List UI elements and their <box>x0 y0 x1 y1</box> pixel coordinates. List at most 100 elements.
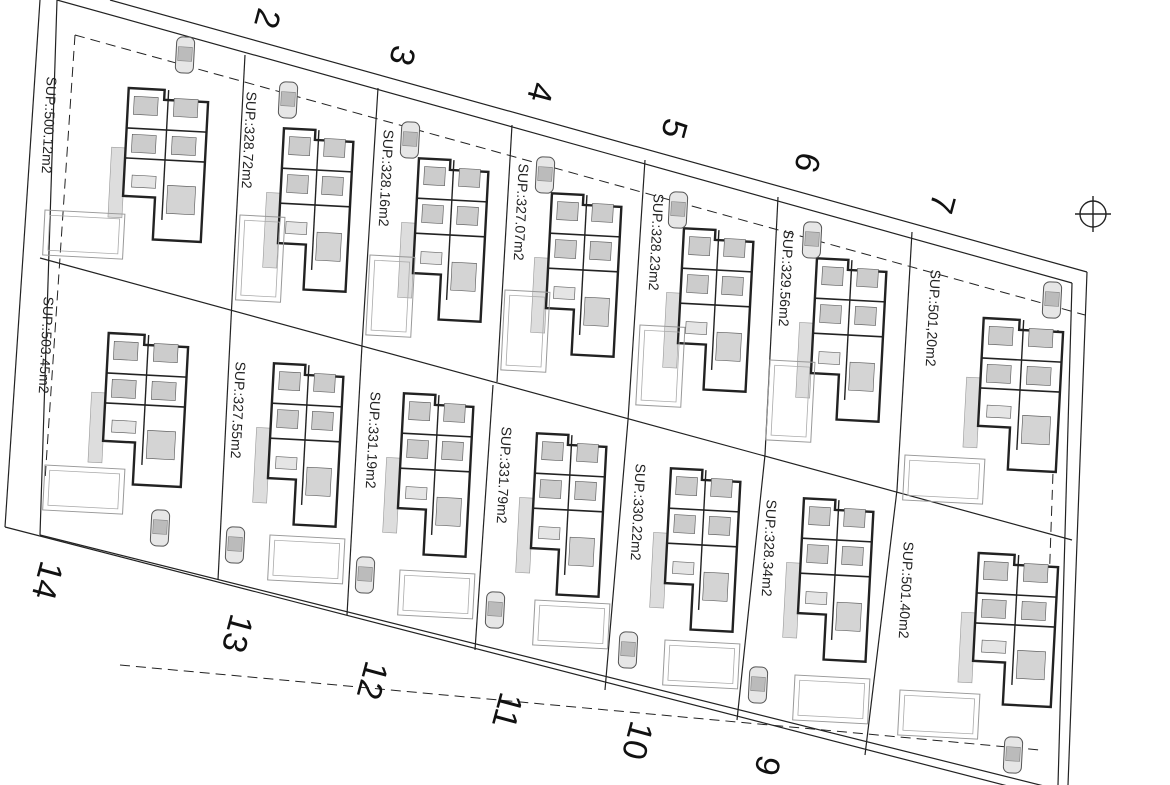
pool <box>235 214 286 303</box>
bed-furniture <box>313 373 336 393</box>
plot-area-label: SUP.:328.16m2 <box>376 129 397 227</box>
lot-divider <box>361 87 379 346</box>
outer-boundary-left <box>4 0 41 528</box>
dining-table <box>405 486 428 500</box>
plot-area-label: SUP.:501.40m2 <box>896 541 917 639</box>
bed-furniture <box>311 411 334 431</box>
bed-furniture <box>675 476 698 496</box>
bed-furniture <box>574 481 597 501</box>
car-icon <box>1041 281 1063 319</box>
dining-table <box>111 419 137 434</box>
house-floorplan <box>107 86 210 244</box>
lot-divider <box>474 384 494 651</box>
bed-furniture <box>673 514 696 534</box>
lot-divider <box>496 124 513 383</box>
pool <box>765 359 816 443</box>
bed-furniture <box>421 204 444 224</box>
plot-area-label: SUP.:328.34m2 <box>759 499 780 597</box>
house-floorplan <box>262 127 355 293</box>
plot-number: 11 <box>484 689 530 733</box>
house-floorplan <box>782 497 875 663</box>
house-floorplan <box>662 227 755 393</box>
living-room-sofa <box>715 331 742 362</box>
living-room-sofa <box>145 430 176 461</box>
lot-boundary-bottom <box>39 534 1043 785</box>
lot-divider <box>627 159 646 421</box>
car-icon <box>534 156 556 194</box>
bed-furniture <box>708 516 731 536</box>
bed-furniture <box>458 168 481 188</box>
bed-furniture <box>541 441 564 461</box>
dining-table <box>131 174 157 189</box>
lot-divider <box>231 54 246 301</box>
bed-furniture <box>150 381 177 401</box>
lot-divider <box>864 489 898 756</box>
plot-area-label: SUP.:329.56m2 <box>776 229 797 327</box>
car-icon <box>224 526 246 564</box>
pool <box>635 324 686 408</box>
living-room-sofa <box>315 231 342 262</box>
plot-number: 14 <box>24 557 70 603</box>
house-floorplan <box>382 392 475 558</box>
dining-table <box>685 321 708 335</box>
living-room-sofa <box>702 571 729 602</box>
house-floorplan <box>962 316 1065 474</box>
living-room-sofa <box>1015 650 1046 681</box>
plot-area-label: SUP.:331.19m2 <box>363 391 384 489</box>
living-room-sofa <box>165 185 196 216</box>
plot-area-label: SUP.:327.07m2 <box>511 163 532 261</box>
setback-line-left <box>44 34 76 481</box>
bed-furniture <box>423 166 446 186</box>
plot-area-label: SUP.:501,20m2 <box>923 269 944 367</box>
plot-number: 4 <box>519 78 561 106</box>
plot-area-label: SUP.:327.55m2 <box>228 361 249 459</box>
pool <box>397 569 476 620</box>
bed-furniture <box>841 546 864 566</box>
dining-table <box>986 404 1012 419</box>
bed-furniture <box>172 98 199 118</box>
bed-furniture <box>113 340 139 361</box>
plot-area-label: SUP.:500.12m2 <box>39 76 60 174</box>
labels: SUP.:500.12m22SUP.:328.72m23SUP.:328.16m… <box>24 4 963 779</box>
bed-furniture <box>710 478 733 498</box>
bed-furniture <box>111 378 137 399</box>
living-room-sofa <box>305 466 332 497</box>
bed-furniture <box>1025 366 1052 386</box>
car-icon <box>174 36 196 74</box>
bed-furniture <box>806 544 829 564</box>
pool <box>365 254 416 338</box>
bed-furniture <box>723 238 746 258</box>
house-floorplan <box>515 432 608 598</box>
car-icon <box>667 191 689 229</box>
pool <box>267 534 346 585</box>
plot-number: 9 <box>746 751 788 779</box>
plot-area-label: SUP.:331.79m2 <box>494 426 515 524</box>
bed-furniture <box>288 136 311 156</box>
pool <box>532 599 611 650</box>
plot-area-label: SUP.:328.23m2 <box>646 193 667 291</box>
bed-furniture <box>554 239 577 259</box>
lot-divider <box>736 454 766 721</box>
car-icon <box>277 81 299 119</box>
bed-furniture <box>576 443 599 463</box>
bed-furniture <box>819 304 842 324</box>
middle-lot-line <box>39 257 1073 541</box>
pool <box>42 464 126 515</box>
car-icon <box>399 121 421 159</box>
living-room-sofa <box>568 536 595 567</box>
pool <box>902 454 986 505</box>
crosshair-north-icon <box>1075 196 1111 232</box>
bed-furniture <box>821 266 844 286</box>
plot-area-label: SUP.:330.22m2 <box>628 463 649 561</box>
bed-furniture <box>556 201 579 221</box>
bed-furniture <box>686 274 709 294</box>
dining-table <box>553 286 576 300</box>
lot-divider <box>896 231 913 491</box>
bed-furniture <box>688 236 711 256</box>
bed-furniture <box>323 138 346 158</box>
bed-furniture <box>986 363 1012 384</box>
bed-furniture <box>854 306 877 326</box>
car-icon <box>149 509 171 547</box>
living-room-sofa <box>435 496 462 527</box>
